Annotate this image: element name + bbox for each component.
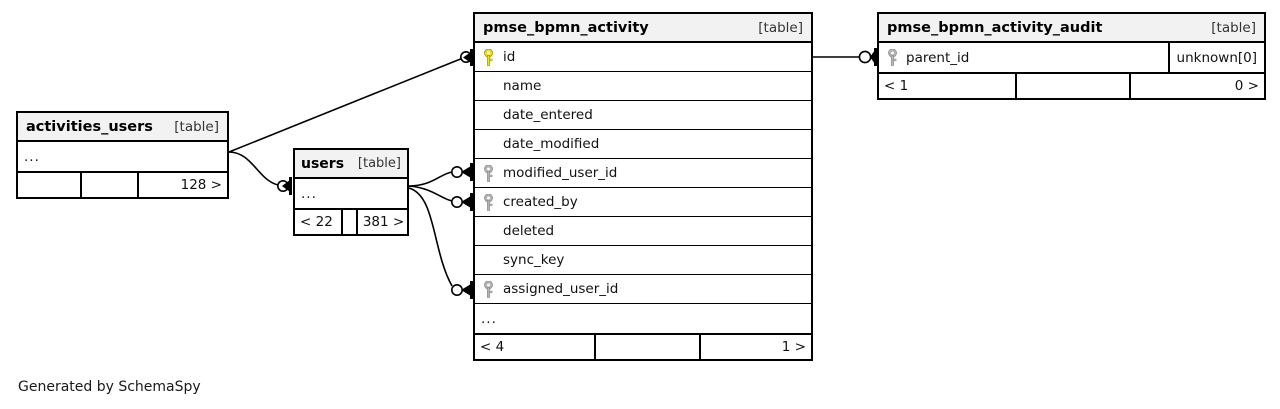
- table-users[interactable]: users [table] ... < 22 381 >: [293, 148, 409, 236]
- footer-children-count[interactable]: 1 >: [699, 335, 811, 359]
- table-header: activities_users [table]: [18, 113, 227, 142]
- column-name: name: [503, 78, 542, 94]
- column-name: assigned_user_id: [503, 281, 619, 297]
- table-row[interactable]: date_entered: [475, 101, 811, 130]
- table-header: users [table]: [295, 150, 407, 179]
- table-title: pmse_bpmn_activity_audit: [887, 19, 1103, 36]
- column-name: sync_key: [503, 252, 565, 268]
- table-row[interactable]: modified_user_id: [475, 159, 811, 188]
- column-name: id: [503, 49, 516, 65]
- footer-parents-count[interactable]: [18, 173, 80, 197]
- table-row[interactable]: id: [475, 43, 811, 72]
- footer-middle: [80, 173, 137, 197]
- table-type-tag: [table]: [1211, 19, 1256, 36]
- table-row-more[interactable]: ...: [295, 179, 407, 208]
- footer-parents-count[interactable]: < 4: [480, 339, 505, 355]
- table-activities-users[interactable]: activities_users [table] ... 128 >: [16, 111, 229, 199]
- table-row[interactable]: name: [475, 72, 811, 101]
- table-columns: ...: [18, 142, 227, 171]
- table-footer: 128 >: [18, 171, 227, 197]
- table-title: activities_users: [26, 118, 153, 135]
- table-columns: id name date_entered date_modified: [475, 43, 811, 333]
- table-header: pmse_bpmn_activity [table]: [475, 14, 811, 43]
- table-type-tag: [table]: [174, 118, 219, 135]
- table-columns: ...: [295, 179, 407, 208]
- table-row[interactable]: parent_id unknown[0]: [879, 43, 1264, 72]
- column-type: unknown[0]: [1167, 43, 1264, 72]
- column-name: deleted: [503, 223, 555, 239]
- footer-middle: [1015, 74, 1129, 98]
- table-row[interactable]: created_by: [475, 188, 811, 217]
- key-icon-foreign: [475, 193, 501, 211]
- table-title: pmse_bpmn_activity: [483, 19, 649, 36]
- column-name: parent_id: [906, 49, 970, 66]
- key-icon-foreign: [879, 49, 905, 66]
- table-header: pmse_bpmn_activity_audit [table]: [879, 14, 1264, 43]
- table-type-tag: [table]: [357, 156, 401, 171]
- column-name: created_by: [503, 194, 578, 210]
- table-pmse-bpmn-activity-audit[interactable]: pmse_bpmn_activity_audit [table] parent_…: [877, 12, 1266, 100]
- edge-pmse_bpmn_activity-to-audit: [813, 48, 877, 66]
- more-columns-indicator: ...: [481, 310, 497, 327]
- table-footer: < 4 1 >: [475, 333, 811, 359]
- footer-middle: [594, 335, 699, 359]
- table-row[interactable]: assigned_user_id: [475, 275, 811, 304]
- footer-children-count[interactable]: 0 >: [1129, 74, 1264, 98]
- table-footer: < 1 0 >: [879, 72, 1264, 98]
- table-row[interactable]: sync_key: [475, 246, 811, 275]
- footer-children-count[interactable]: 381 >: [355, 210, 407, 234]
- edge-users-to-assigned_user_id: [408, 187, 473, 299]
- generated-by-credit: Generated by SchemaSpy: [18, 379, 201, 395]
- column-name: date_modified: [503, 136, 600, 152]
- key-icon-foreign: [475, 164, 501, 182]
- column-name: date_entered: [503, 107, 593, 123]
- column-name: modified_user_id: [503, 165, 618, 181]
- table-row[interactable]: deleted: [475, 217, 811, 246]
- table-columns: parent_id unknown[0]: [879, 43, 1264, 72]
- edge-users-to-modified_user_id: [408, 163, 473, 187]
- footer-children-count[interactable]: 128 >: [137, 173, 227, 197]
- more-columns-indicator: ...: [301, 185, 317, 202]
- table-type-tag: [table]: [758, 19, 803, 36]
- table-footer: < 22 381 >: [295, 208, 407, 234]
- table-row-more[interactable]: ...: [18, 142, 227, 171]
- table-pmse-bpmn-activity[interactable]: pmse_bpmn_activity [table] id name: [473, 12, 813, 361]
- footer-parents-count[interactable]: < 1: [884, 78, 909, 94]
- key-icon-primary: [475, 48, 501, 66]
- key-icon-foreign: [475, 280, 501, 298]
- table-title: users: [301, 155, 345, 172]
- table-row-more[interactable]: ...: [475, 304, 811, 333]
- footer-parents-count[interactable]: < 22: [300, 214, 333, 230]
- edge-users-to-created_by: [408, 185, 473, 211]
- table-row[interactable]: date_modified: [475, 130, 811, 159]
- more-columns-indicator: ...: [24, 148, 40, 165]
- edge-activities_users-to-pmse_bpmn_activity-id: [228, 49, 473, 153]
- footer-middle: [340, 210, 356, 234]
- edge-activities_users-to-users: [228, 151, 292, 195]
